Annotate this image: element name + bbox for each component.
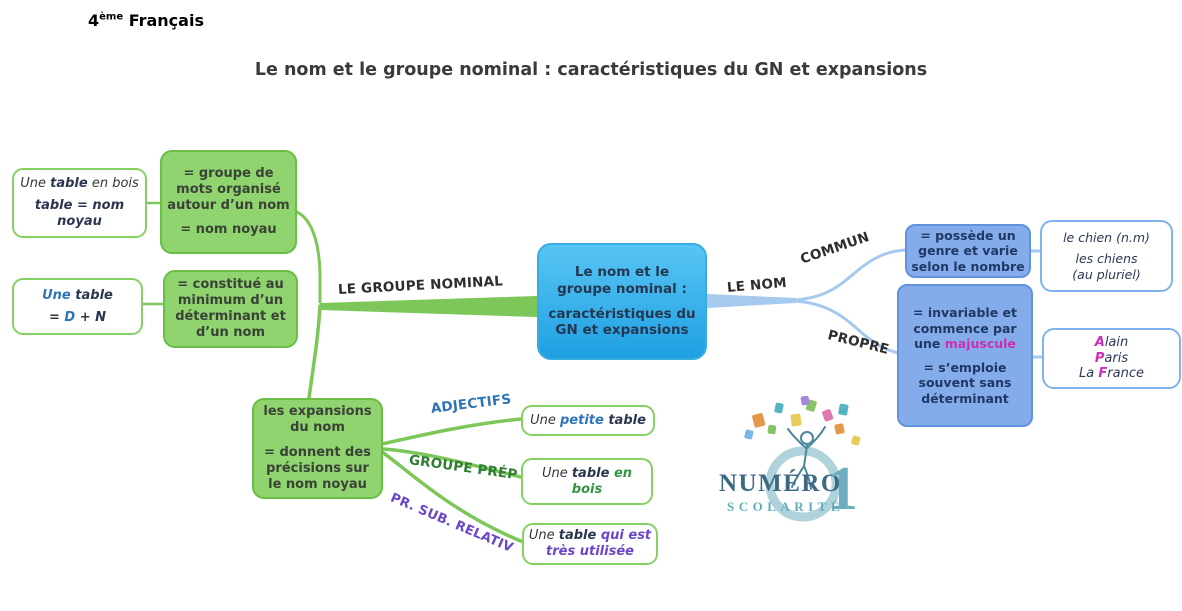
confetti-square (822, 409, 834, 422)
definition-text: = groupe de mots organisé autour d’un no… (167, 165, 290, 213)
confetti-square (800, 396, 810, 406)
logo-tagline-text: SCOLARITÉ (727, 499, 844, 514)
logo-numeral: 1 (827, 455, 858, 523)
central-topic-box: Le nom et le groupe nominal : caractéris… (537, 243, 707, 360)
nom-commun-definition-box: = possède un genre et varie selon le nom… (905, 224, 1031, 278)
page-title: Le nom et le groupe nominal : caractéris… (254, 60, 928, 80)
definition-text: = donnent des précisions sur le nom noya… (264, 445, 371, 492)
course-subject: Français (123, 11, 204, 30)
fan-groupeprep-curve (381, 447, 523, 479)
definition-text: = invariable et commence par une majuscu… (913, 305, 1017, 351)
central-topic-line: caractéristiques du GN et expansions (548, 306, 696, 339)
confetti-square (790, 413, 802, 427)
logo-ring (765, 446, 841, 522)
nom-propre-example-box: Alain Paris La France (1042, 328, 1181, 389)
relative-example-box: Une table qui est très utilisée (522, 523, 658, 565)
definition-text: = s’emploie souvent sans déterminant (918, 360, 1012, 406)
example-line: La France (1079, 366, 1144, 382)
groupe-prep-example-box: Une table en bois (521, 458, 653, 505)
central-topic-line: Le nom et le groupe nominal : (557, 264, 687, 297)
example-nom-noyau-box: Une table en bois table = nom noyau (12, 168, 147, 238)
example-d-plus-n-box: Une table = D + N (12, 278, 143, 335)
nom-propre-definition-box: = invariable et commence par une majuscu… (897, 284, 1033, 427)
gn-def-curve (295, 210, 322, 304)
expansions-drop-curve (307, 304, 322, 400)
confetti-square (774, 402, 784, 414)
confetti-square (838, 403, 849, 416)
definition-text: les expansions du nom (263, 404, 372, 436)
gn-definition-box: = groupe de mots organisé autour d’un no… (160, 150, 297, 254)
definition-text: = nom noyau (180, 222, 277, 238)
confetti-square (851, 435, 861, 446)
gn-composition-box: = constitué au minimum d’un déterminant … (163, 270, 298, 348)
course-suffix: ème (99, 11, 124, 23)
gn-trunk (320, 296, 537, 317)
definition-text: = constitué au minimum d’un déterminant … (175, 277, 286, 340)
example-line: Une table (42, 287, 113, 303)
example-line: Une table en bois (541, 465, 633, 497)
confetti-squares (744, 396, 861, 446)
confetti-square (752, 413, 766, 428)
commun-curve (794, 248, 908, 302)
confetti-square (834, 423, 845, 435)
example-line: Alain (1094, 334, 1129, 350)
example-line: Une table en bois (20, 176, 139, 192)
jumping-person-icon (787, 426, 826, 490)
example-line: les chiens (1075, 251, 1138, 267)
example-line: Une petite table (530, 412, 646, 428)
propre-curve (794, 299, 900, 355)
course-label: 4ème Français (88, 11, 204, 30)
logo-brand-text: NUMÉRO (719, 469, 842, 497)
example-line: Paris (1094, 350, 1129, 366)
nom-commun-example-box: le chien (n.m) les chiens (au pluriel) (1040, 220, 1173, 292)
adjectif-example-box: Une petite table (521, 405, 655, 436)
definition-text: = possède un genre et varie selon le nom… (911, 228, 1025, 274)
fan-relativ-curve (380, 450, 525, 544)
fan-adjectifs-curve (380, 417, 523, 446)
example-line: table = nom noyau (34, 198, 125, 229)
example-line: Une table qui est très utilisée (528, 528, 652, 559)
confetti-square (744, 429, 754, 440)
numero1-scolarite-logo: NUMÉRO 1 SCOLARITÉ (719, 396, 861, 523)
example-line: = D + N (48, 309, 107, 325)
confetti-square (767, 424, 777, 435)
nom-trunk (707, 294, 796, 308)
expansions-box: les expansions du nom = donnent des préc… (252, 398, 383, 499)
course-number: 4 (88, 11, 100, 30)
example-line: le chien (n.m) (1063, 230, 1150, 246)
example-line: (au pluriel) (1072, 266, 1141, 282)
